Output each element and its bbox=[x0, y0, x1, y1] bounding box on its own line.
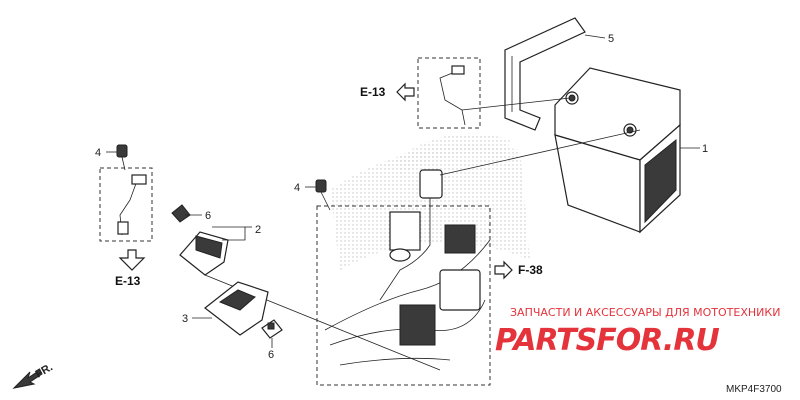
diagram-code: MKP4F3700 bbox=[726, 384, 782, 395]
leader-lines bbox=[106, 34, 700, 348]
svg-text:E-13: E-13 bbox=[360, 85, 386, 99]
front-direction-indicator: FR. bbox=[12, 361, 55, 389]
battery bbox=[554, 67, 681, 234]
fuse-box-cover bbox=[204, 281, 269, 336]
callout-6-top: 6 bbox=[205, 210, 211, 222]
callout-6-bottom: 6 bbox=[268, 349, 274, 361]
svg-text:FR.: FR. bbox=[34, 361, 55, 380]
watermark-tagline: ЗАПЧАСТИ И АКСЕССУАРЫ ДЛЯ МОТОТЕХНИКИ bbox=[510, 306, 780, 319]
callout-3: 3 bbox=[182, 313, 188, 325]
cable-inset-top bbox=[417, 57, 481, 129]
watermark-brand: PARTSFOR.RU bbox=[495, 323, 719, 358]
callout-4-center: 4 bbox=[294, 182, 300, 194]
svg-text:E-13: E-13 bbox=[115, 274, 141, 288]
svg-text:F-38: F-38 bbox=[518, 263, 543, 277]
wiring-harness bbox=[324, 129, 641, 366]
bolt-center bbox=[315, 179, 331, 211]
cable-inset-left bbox=[99, 167, 153, 242]
bolt-left bbox=[116, 144, 128, 171]
ref-e13-left: E-13 bbox=[115, 249, 146, 288]
callout-1: 1 bbox=[702, 143, 708, 155]
ref-e13-top: E-13 bbox=[360, 82, 415, 102]
ref-f38: F-38 bbox=[494, 260, 543, 280]
battery-cable-left bbox=[117, 174, 147, 236]
callout-5: 5 bbox=[608, 33, 614, 45]
spare-fuse-bottom bbox=[261, 319, 283, 339]
battery-band bbox=[504, 17, 586, 131]
harness-assembly-box bbox=[316, 205, 491, 386]
battery-cable-top bbox=[439, 65, 571, 126]
callout-4-left: 4 bbox=[95, 147, 101, 159]
spare-fuse-top bbox=[171, 204, 191, 223]
callout-2: 2 bbox=[255, 224, 261, 236]
